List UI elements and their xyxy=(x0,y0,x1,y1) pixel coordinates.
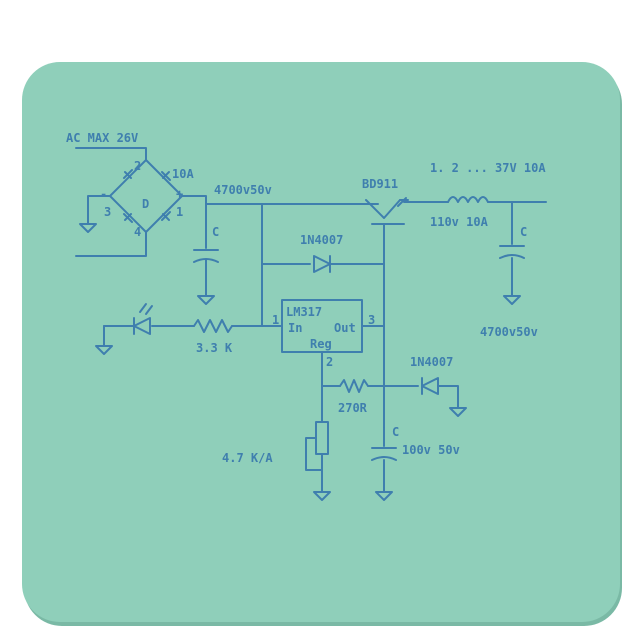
diode-bottom-wire xyxy=(437,385,459,409)
ground-icon xyxy=(375,491,393,501)
label-pot: 4.7 K/A xyxy=(222,451,273,465)
capacitor-icon xyxy=(499,245,525,259)
transistor-icon xyxy=(365,197,409,225)
label-cap-main-mark: C xyxy=(212,225,219,239)
label-fuse: 10A xyxy=(172,167,194,181)
label-lm317: LM317 xyxy=(286,305,322,319)
pad-surface xyxy=(22,62,620,622)
label-reg-out: Out xyxy=(334,321,356,335)
label-ac-max: AC MAX 26V xyxy=(66,131,138,145)
label-cap-main: 4700v50v xyxy=(214,183,272,197)
label-cap-out: 4700v50v xyxy=(480,325,538,339)
label-pin-3: 3 xyxy=(104,205,111,219)
bridge-ground-wire xyxy=(87,195,111,225)
ground-icon xyxy=(197,295,215,305)
label-pin-plus: + xyxy=(176,187,183,201)
label-bridge-d: D xyxy=(142,197,149,211)
label-output-range: 1. 2 ... 37V 10A xyxy=(430,161,546,175)
label-pin-4: 4 xyxy=(134,225,141,239)
label-cap-adj-mark: C xyxy=(392,425,399,439)
label-reg-pin2: 2 xyxy=(326,355,333,369)
ground-icon xyxy=(503,295,521,305)
label-reg-in: In xyxy=(288,321,302,335)
label-cap-adj: 100v 50v xyxy=(402,443,460,457)
label-pin-2: 2 xyxy=(134,159,141,173)
label-res-adj: 270R xyxy=(338,401,368,415)
ground-icon xyxy=(79,223,97,233)
resistor-icon xyxy=(193,319,233,333)
ac-input-wire-bottom xyxy=(75,231,147,257)
resistor-icon xyxy=(339,379,369,393)
label-diode-top: 1N4007 xyxy=(300,233,343,247)
label-reg-pin3: 3 xyxy=(368,313,375,327)
ground-icon xyxy=(95,345,113,355)
label-transistor: BD911 xyxy=(362,177,398,191)
inductor-icon xyxy=(447,196,489,203)
ground-icon xyxy=(449,407,467,417)
led-icon xyxy=(133,303,153,335)
positive-rail xyxy=(181,195,379,205)
label-res-input: 3.3 K xyxy=(196,341,233,355)
schematic xyxy=(75,147,547,501)
label-reg-pin1: 1 xyxy=(272,313,279,327)
ac-input-wire-top xyxy=(75,147,147,161)
label-pin-1: 1 xyxy=(176,205,183,219)
label-diode-bottom: 1N4007 xyxy=(410,355,453,369)
bridge-rectifier-icon xyxy=(109,159,183,233)
label-pin-minus: - xyxy=(100,187,107,201)
label-cap-out-mark: C xyxy=(520,225,527,239)
capacitor-icon xyxy=(371,447,397,461)
label-inductor: 110v 10A xyxy=(430,215,489,229)
label-reg-adj: Reg xyxy=(310,337,332,351)
ground-icon xyxy=(313,491,331,501)
schematic-labels: AC MAX 26V 2 - + 3 1 4 D 10A 4700v50v C … xyxy=(66,131,546,465)
